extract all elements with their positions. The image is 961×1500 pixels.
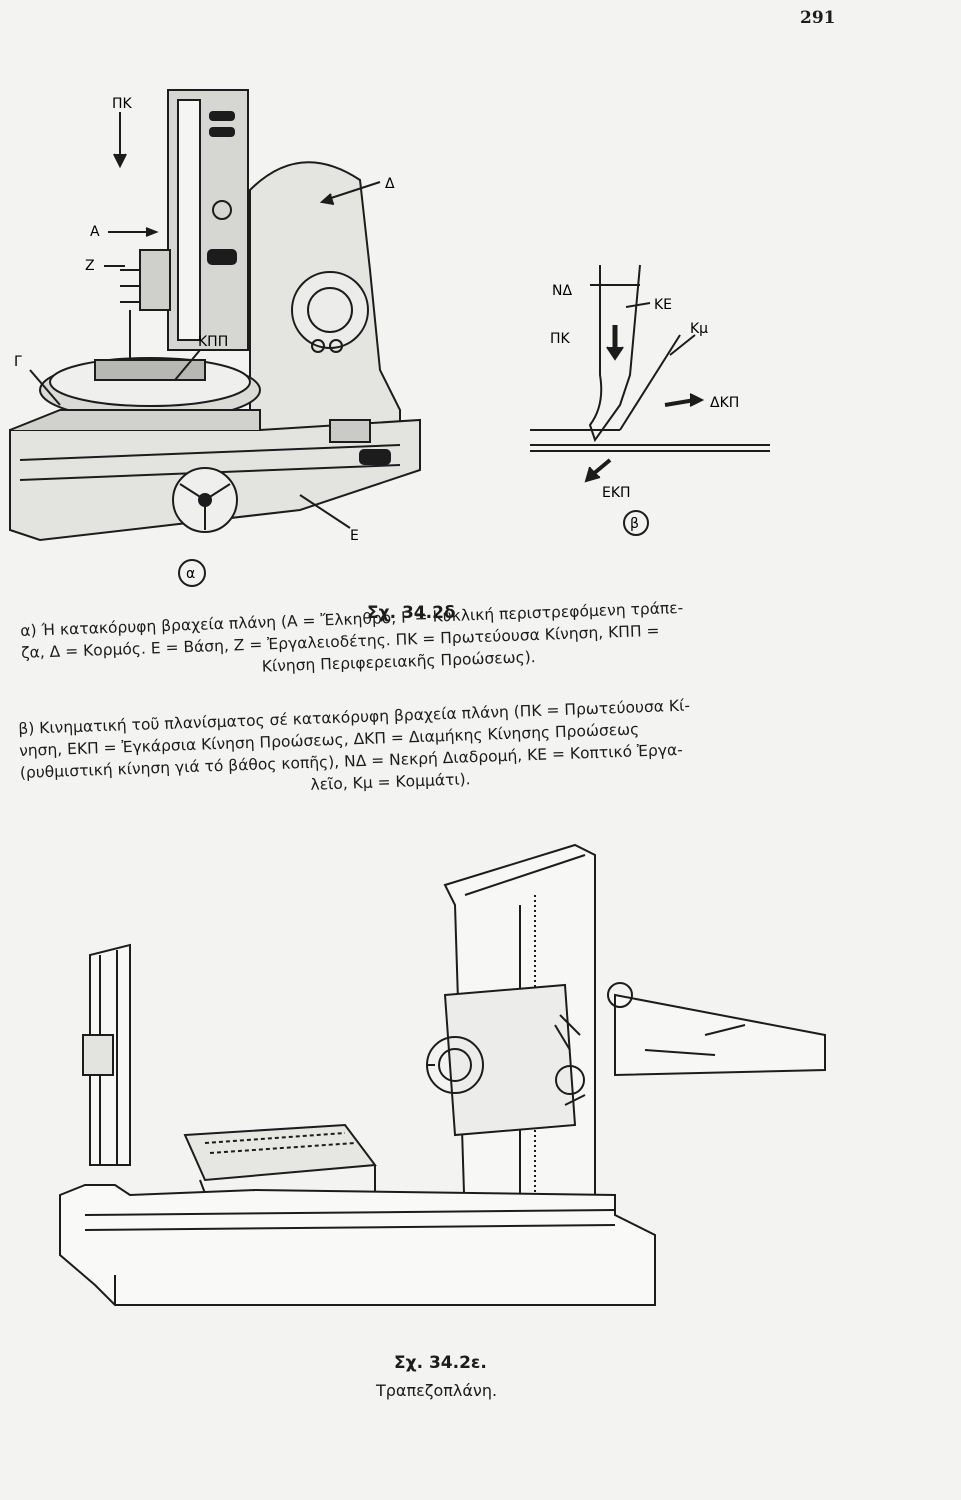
page-number: 291: [800, 8, 836, 28]
label-z: Ζ: [85, 258, 95, 274]
label-d: Δ: [385, 176, 395, 192]
label-a: Α: [90, 224, 100, 240]
figure-title-34-2e: Σχ. 34.2ε.: [394, 1353, 487, 1373]
kinematics-diagram: ΝΔ ΚΕ ΠΚ Κμ ΔΚΠ ΕΚΠ β: [530, 264, 770, 536]
label-pk: ΠΚ: [112, 96, 133, 112]
caption-b: β) Κινηματική τοῦ πλανίσματος σέ κατακόρ…: [18, 689, 851, 806]
vertical-planer-drawing: ΠΚ Α Ζ Δ ΚΠΠ Γ Ε α: [9, 89, 421, 587]
label-nd: ΝΔ: [552, 283, 572, 299]
label-ekp: ΕΚΠ: [602, 485, 631, 501]
label-dkp: ΔΚΠ: [710, 395, 739, 411]
label-e: Ε: [350, 528, 359, 544]
tag-a: α: [186, 566, 195, 582]
label-pk-b: ΠΚ: [550, 331, 571, 347]
label-g: Γ: [14, 354, 22, 370]
figure-title-34-2d: Σχ. 34.2δ: [367, 603, 456, 623]
tag-b: β: [630, 516, 639, 532]
figure-caption-34-2e: Τραπεζοπλάνη.: [376, 1381, 498, 1400]
table-planer-drawing: [59, 843, 826, 1306]
label-ke: ΚΕ: [654, 297, 672, 313]
label-km: Κμ: [690, 321, 708, 337]
label-kpp: ΚΠΠ: [198, 334, 228, 350]
